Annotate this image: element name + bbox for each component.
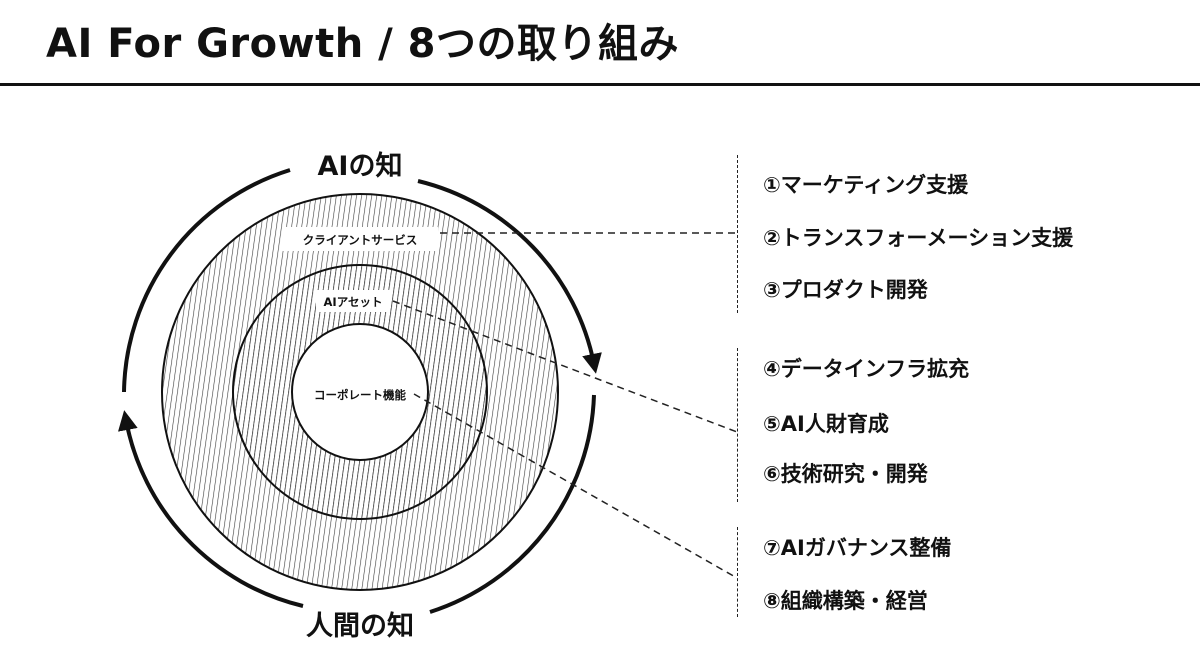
initiative-6: ⑥技術研究・開発 — [763, 462, 928, 486]
connector-ai-assets — [392, 300, 738, 433]
initiative-5: ⑤AI人財育成 — [763, 412, 889, 436]
initiative-4: ④データインフラ拡充 — [763, 357, 970, 381]
group-1-dashed-line — [737, 155, 738, 313]
group-2-dashed-line — [737, 348, 738, 502]
title-divider — [0, 83, 1200, 86]
inner-circle — [291, 323, 429, 461]
page-title: AI For Growth / 8つの取り組み — [46, 21, 679, 67]
group-3-dashed-line — [737, 527, 738, 617]
ai-knowledge-label: AIの知 — [318, 151, 403, 182]
top-left-arc — [122, 168, 291, 393]
bottom-right-arc — [429, 394, 596, 614]
human-knowledge-label: 人間の知 — [306, 611, 414, 642]
right-cycle-arrow — [417, 179, 602, 374]
initiative-7: ⑦AIガバナンス整備 — [763, 536, 952, 560]
left-cycle-arrow — [118, 410, 304, 608]
middle-ring-label: AIアセット — [324, 295, 383, 309]
initiative-8: ⑧組織構築・経営 — [763, 589, 928, 613]
outer-ring-label: クライアントサービス — [303, 233, 418, 247]
initiative-1: ①マーケティング支援 — [763, 173, 969, 197]
initiative-2: ②トランスフォーメーション支援 — [763, 226, 1074, 250]
middle-ring-label-bg — [316, 290, 390, 312]
inner-circle-label: コーポレート機能 — [314, 388, 406, 402]
connector-corporate — [413, 393, 738, 579]
initiative-3: ③プロダクト開発 — [763, 278, 928, 302]
outer-ring-label-bg — [282, 227, 438, 251]
